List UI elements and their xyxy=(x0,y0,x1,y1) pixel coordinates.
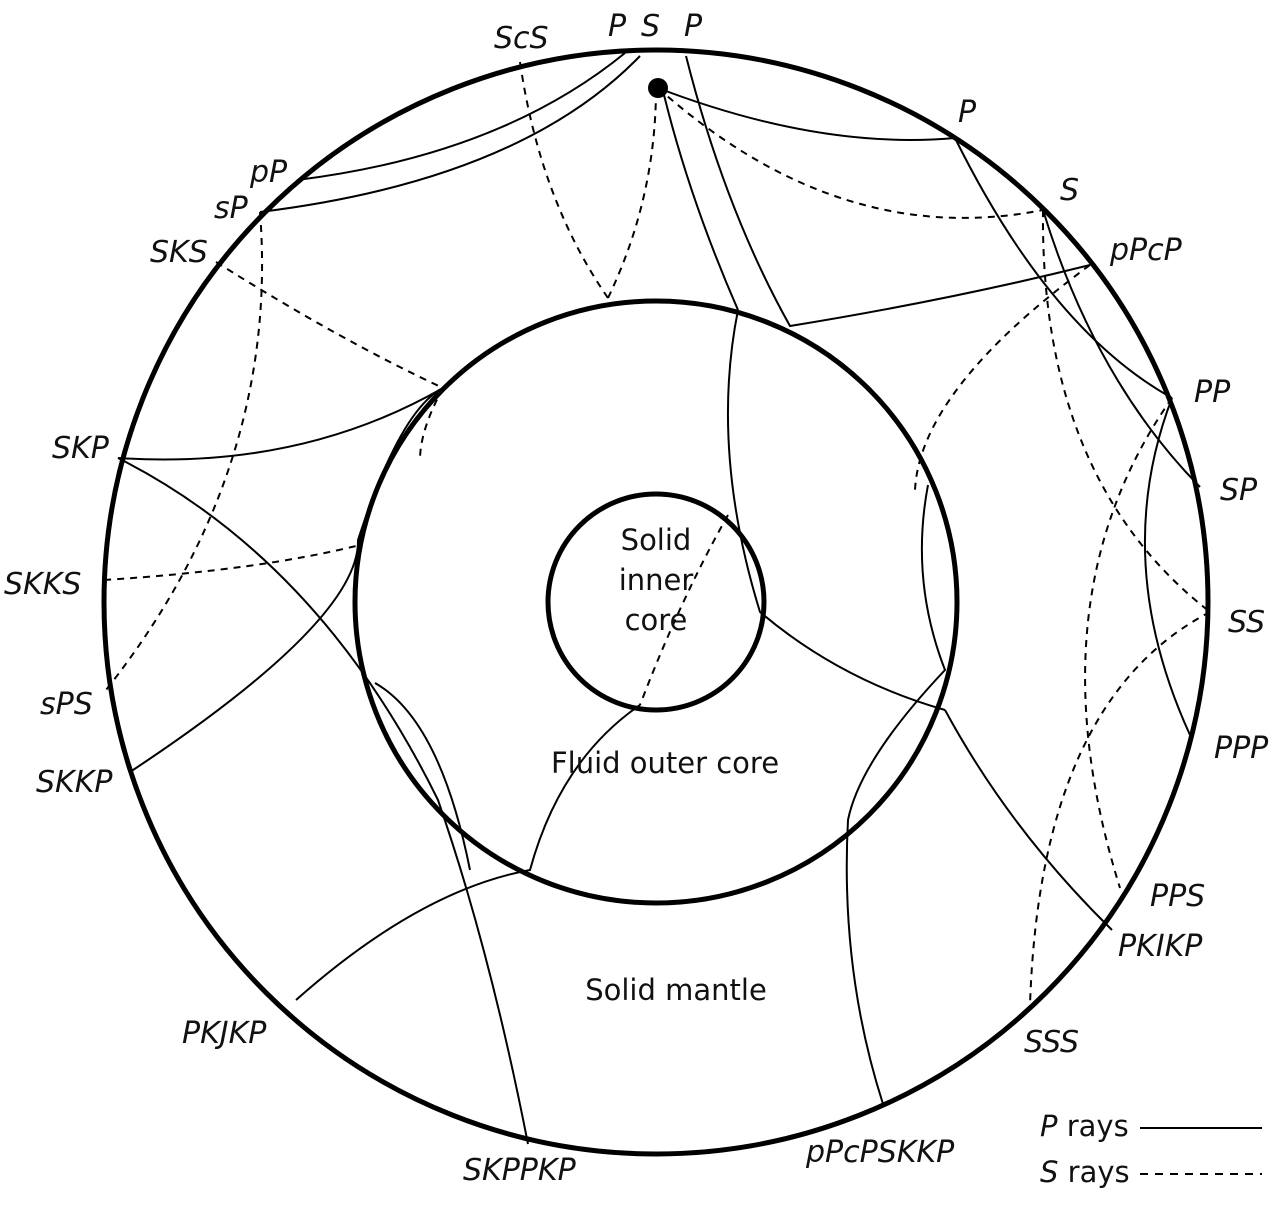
s-rays xyxy=(103,61,1211,1006)
label-pkikp: PKIKP xyxy=(1118,929,1203,964)
ray-skks xyxy=(103,544,361,581)
ray-pkikp-out xyxy=(944,709,1113,931)
label-ppp: PPP xyxy=(1214,731,1269,766)
ray-skp xyxy=(117,387,444,461)
label-pp-depth: pP xyxy=(249,155,288,190)
label-sp-depth: sP xyxy=(214,191,249,226)
label-skkp: SKKP xyxy=(36,765,113,800)
ray-sp-depth xyxy=(259,55,641,213)
core-mantle-boundary xyxy=(352,298,960,906)
ray-sks xyxy=(215,261,444,389)
ray-sps xyxy=(105,211,264,691)
ray-skkp xyxy=(129,387,444,773)
label-pkjkp: PKJKP xyxy=(182,1016,267,1051)
ray-pp-depth xyxy=(296,52,626,181)
inner-core-label-3: core xyxy=(625,603,688,637)
label-source-s: S xyxy=(641,9,660,44)
earthquake-source xyxy=(648,78,668,98)
label-sss: SSS xyxy=(1024,1025,1079,1060)
ray-ppcpskkp-core xyxy=(845,484,947,1105)
inner-core-label-1: Solid xyxy=(621,523,692,557)
label-source-p-left: P xyxy=(608,9,627,44)
legend-p-rays-label: P rays xyxy=(1040,1109,1129,1143)
p-rays xyxy=(117,52,1201,1145)
ray-pkikp-core xyxy=(727,309,946,711)
legend: P rays S rays xyxy=(1040,1109,1262,1189)
ray-pcp xyxy=(685,55,1091,328)
inner-core-boundary xyxy=(545,491,767,713)
ray-scs-down xyxy=(519,61,609,299)
label-skks: SKKS xyxy=(4,567,81,602)
outer-core-label: Fluid outer core xyxy=(551,746,779,780)
ray-pps xyxy=(1084,397,1173,889)
label-source-p-right: P xyxy=(684,9,703,44)
label-p-direct: P xyxy=(958,95,977,130)
ray-sss xyxy=(1029,611,1211,1006)
label-sp: SP xyxy=(1220,473,1258,508)
mantle-label: Solid mantle xyxy=(585,973,767,1007)
label-scs: ScS xyxy=(494,21,549,56)
ray-ss xyxy=(1041,209,1211,613)
label-skppkp: SKPPKP xyxy=(463,1153,577,1188)
ray-skp-down xyxy=(117,457,529,1145)
earth-surface xyxy=(101,47,1211,1157)
label-pp: PP xyxy=(1194,375,1231,410)
label-sps: sPS xyxy=(40,687,93,722)
label-pps: PPS xyxy=(1150,879,1205,914)
label-ppcp: pPcP xyxy=(1109,233,1183,268)
label-sks: SKS xyxy=(150,235,208,270)
ray-sp xyxy=(1042,209,1201,488)
ray-ppp xyxy=(1143,397,1191,736)
ray-skkp-core xyxy=(374,682,471,871)
ray-s-direct xyxy=(657,87,1044,219)
label-ss: SS xyxy=(1228,605,1265,640)
legend-s-rays-label: S rays xyxy=(1040,1155,1130,1189)
ray-pkjkp xyxy=(295,704,641,1001)
label-skp: SKP xyxy=(52,431,110,466)
ray-pkikp-mantle xyxy=(663,94,739,311)
ray-sss-up xyxy=(914,264,1091,491)
ray-pp-first xyxy=(954,137,1173,399)
ray-scs-up xyxy=(607,91,657,299)
label-ppcpskkp: pPcPSKKP xyxy=(805,1135,955,1170)
ray-core-s xyxy=(639,514,729,706)
inner-core-label-2: inner xyxy=(619,563,694,597)
ray-sks-core xyxy=(419,387,444,461)
label-s-direct: S xyxy=(1060,173,1079,208)
